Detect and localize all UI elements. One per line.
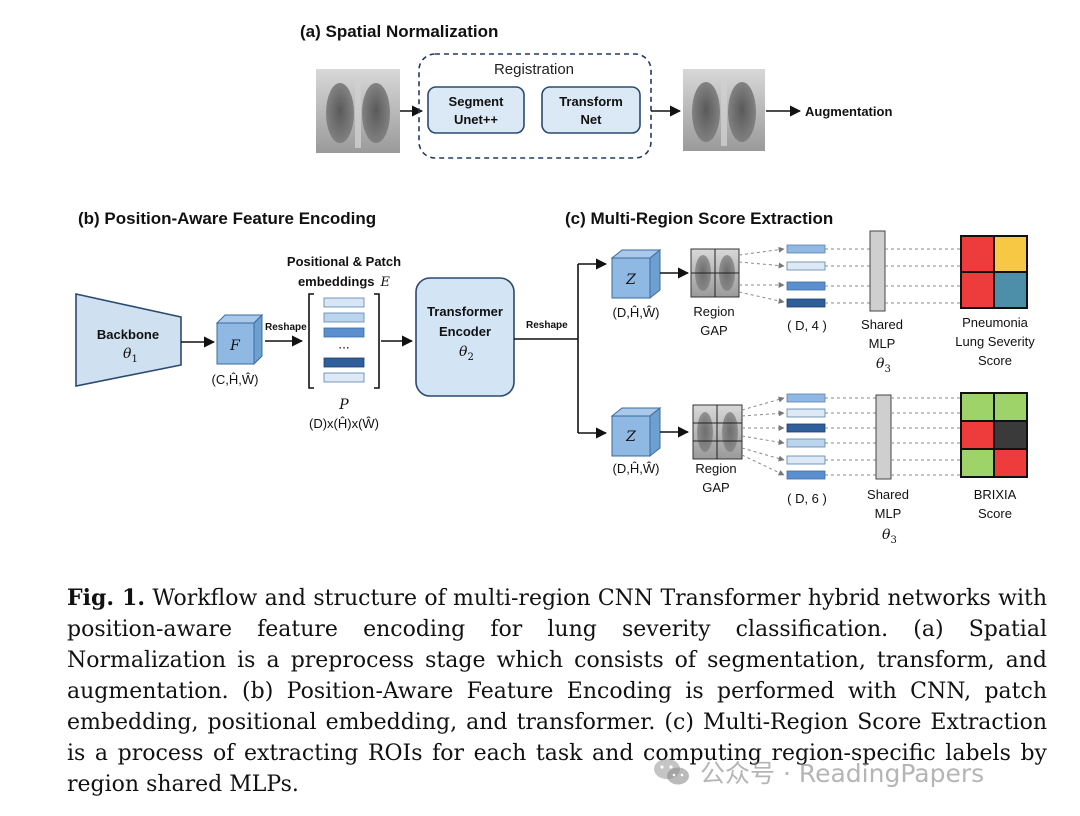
wechat-icon [654, 759, 689, 785]
top-region-gap-image [690, 248, 740, 298]
watermark-text: 公众号 · ReadingPapers [700, 759, 985, 788]
top-z-cube [610, 248, 662, 300]
embedding-token [323, 372, 365, 383]
top-mlp-dashed-lines [825, 248, 870, 304]
bottom-z-symbol: Z [625, 429, 636, 445]
top-mlp-label-line1: Shared [861, 317, 903, 332]
patch-symbol: P [338, 397, 349, 413]
encoder-label-line2: Encoder [439, 324, 491, 339]
encoder-label-line1: Transformer [427, 304, 503, 319]
reshape-label-b: Reshape [265, 322, 307, 333]
bottom-mlp-param: θ3 [882, 527, 897, 546]
bottom-score-label-line2: Score [978, 506, 1012, 521]
bottom-mlp-label-line2: MLP [875, 506, 902, 521]
score-cell [993, 235, 1028, 273]
top-gap-label-line2: GAP [700, 323, 727, 338]
bottom-shared-mlp-bar [875, 394, 892, 480]
backbone-label: Backbone [97, 327, 159, 342]
feature-symbol: F [229, 338, 241, 354]
backbone-param: θ1 [123, 346, 138, 365]
top-score-label-line2: Lung Severity [955, 334, 1035, 349]
score-cell [993, 448, 1028, 478]
transform-label: Transform [559, 94, 623, 109]
top-z-symbol: Z [625, 272, 636, 288]
embeddings-bracket-right [374, 293, 380, 389]
score-cell [960, 420, 995, 450]
bottom-mlp-label-line1: Shared [867, 487, 909, 502]
encoder-param: θ2 [459, 344, 474, 363]
bottom-mlp-dashed-lines [825, 397, 876, 476]
normalized-xray-image [683, 69, 765, 151]
bottom-region-gap-image [692, 404, 743, 460]
top-mlp-label-line2: MLP [869, 336, 896, 351]
split-connector [514, 264, 579, 433]
panel-c-title: (c) Multi-Region Score Extraction [565, 209, 833, 228]
segment-label: Segment [449, 94, 505, 109]
top-vec-dims: ( D, 4 ) [787, 318, 827, 333]
score-cell [993, 420, 1028, 450]
top-dashed-arrows [738, 246, 785, 304]
unet-label: Unet++ [454, 112, 498, 127]
top-shared-mlp-bar [869, 230, 886, 312]
workflow-figure: (a) Spatial Normalization Registration S… [75, 22, 1035, 546]
input-xray-image [316, 69, 400, 153]
score-cell [960, 448, 995, 478]
figure-caption: Fig. 1. Workflow and structure of multi-… [67, 583, 1047, 800]
embeddings-title-line1: Positional & Patch [287, 254, 401, 269]
bottom-score-grid [960, 392, 1028, 478]
top-mlp-param: θ3 [876, 356, 891, 375]
bottom-gap-label-line2: GAP [702, 480, 729, 495]
top-z-dims: (D,Ĥ,Ŵ) [613, 305, 660, 320]
caption-label: Fig. 1. [67, 585, 145, 611]
score-cell [993, 392, 1028, 422]
reshape-label-c: Reshape [526, 320, 568, 331]
score-cell [993, 271, 1028, 309]
bottom-region-vectors [786, 393, 826, 480]
patch-dims: (D)x(Ĥ)x(Ŵ) [309, 416, 379, 431]
embeddings-bracket-left [308, 293, 314, 389]
bottom-vec-dims: ( D, 6 ) [787, 491, 827, 506]
augmentation-label: Augmentation [805, 104, 892, 119]
bottom-z-cube [610, 406, 662, 458]
embedding-token [323, 297, 365, 308]
score-cell [960, 392, 995, 422]
backbone-trapezoid [75, 293, 182, 387]
embedding-token [323, 357, 365, 368]
top-region-vectors [786, 244, 826, 308]
top-score-grid [960, 235, 1028, 309]
embedding-token [323, 312, 365, 323]
feature-dims: (C,Ĥ,Ŵ) [212, 372, 259, 387]
caption-text: Workflow and structure of multi-region C… [67, 586, 1047, 797]
bottom-z-dims: (D,Ĥ,Ŵ) [613, 461, 660, 476]
registration-label: Registration [494, 61, 574, 78]
embedding-token [323, 327, 365, 338]
top-gap-label-line1: Region [693, 304, 734, 319]
panel-a-title: (a) Spatial Normalization [300, 22, 498, 41]
transform-net-box [541, 86, 641, 134]
transformer-encoder-box [415, 277, 515, 397]
watermark: 公众号 · ReadingPapers [652, 754, 984, 790]
panel-b-title: (b) Position-Aware Feature Encoding [78, 209, 376, 228]
net-label: Net [581, 112, 603, 127]
score-cell [960, 271, 995, 309]
bottom-gap-label-line1: Region [695, 461, 736, 476]
feature-map-cube [215, 313, 264, 366]
top-score-label-line3: Score [978, 353, 1012, 368]
registration-box [418, 53, 652, 159]
score-cell [960, 235, 995, 273]
embeddings-ellipsis: ··· [338, 341, 349, 355]
bottom-score-label-line1: BRIXIA [974, 487, 1017, 502]
bottom-dashed-arrows [741, 396, 785, 476]
segment-unet-box [427, 86, 525, 134]
top-score-label-line1: Pneumonia [962, 315, 1029, 330]
